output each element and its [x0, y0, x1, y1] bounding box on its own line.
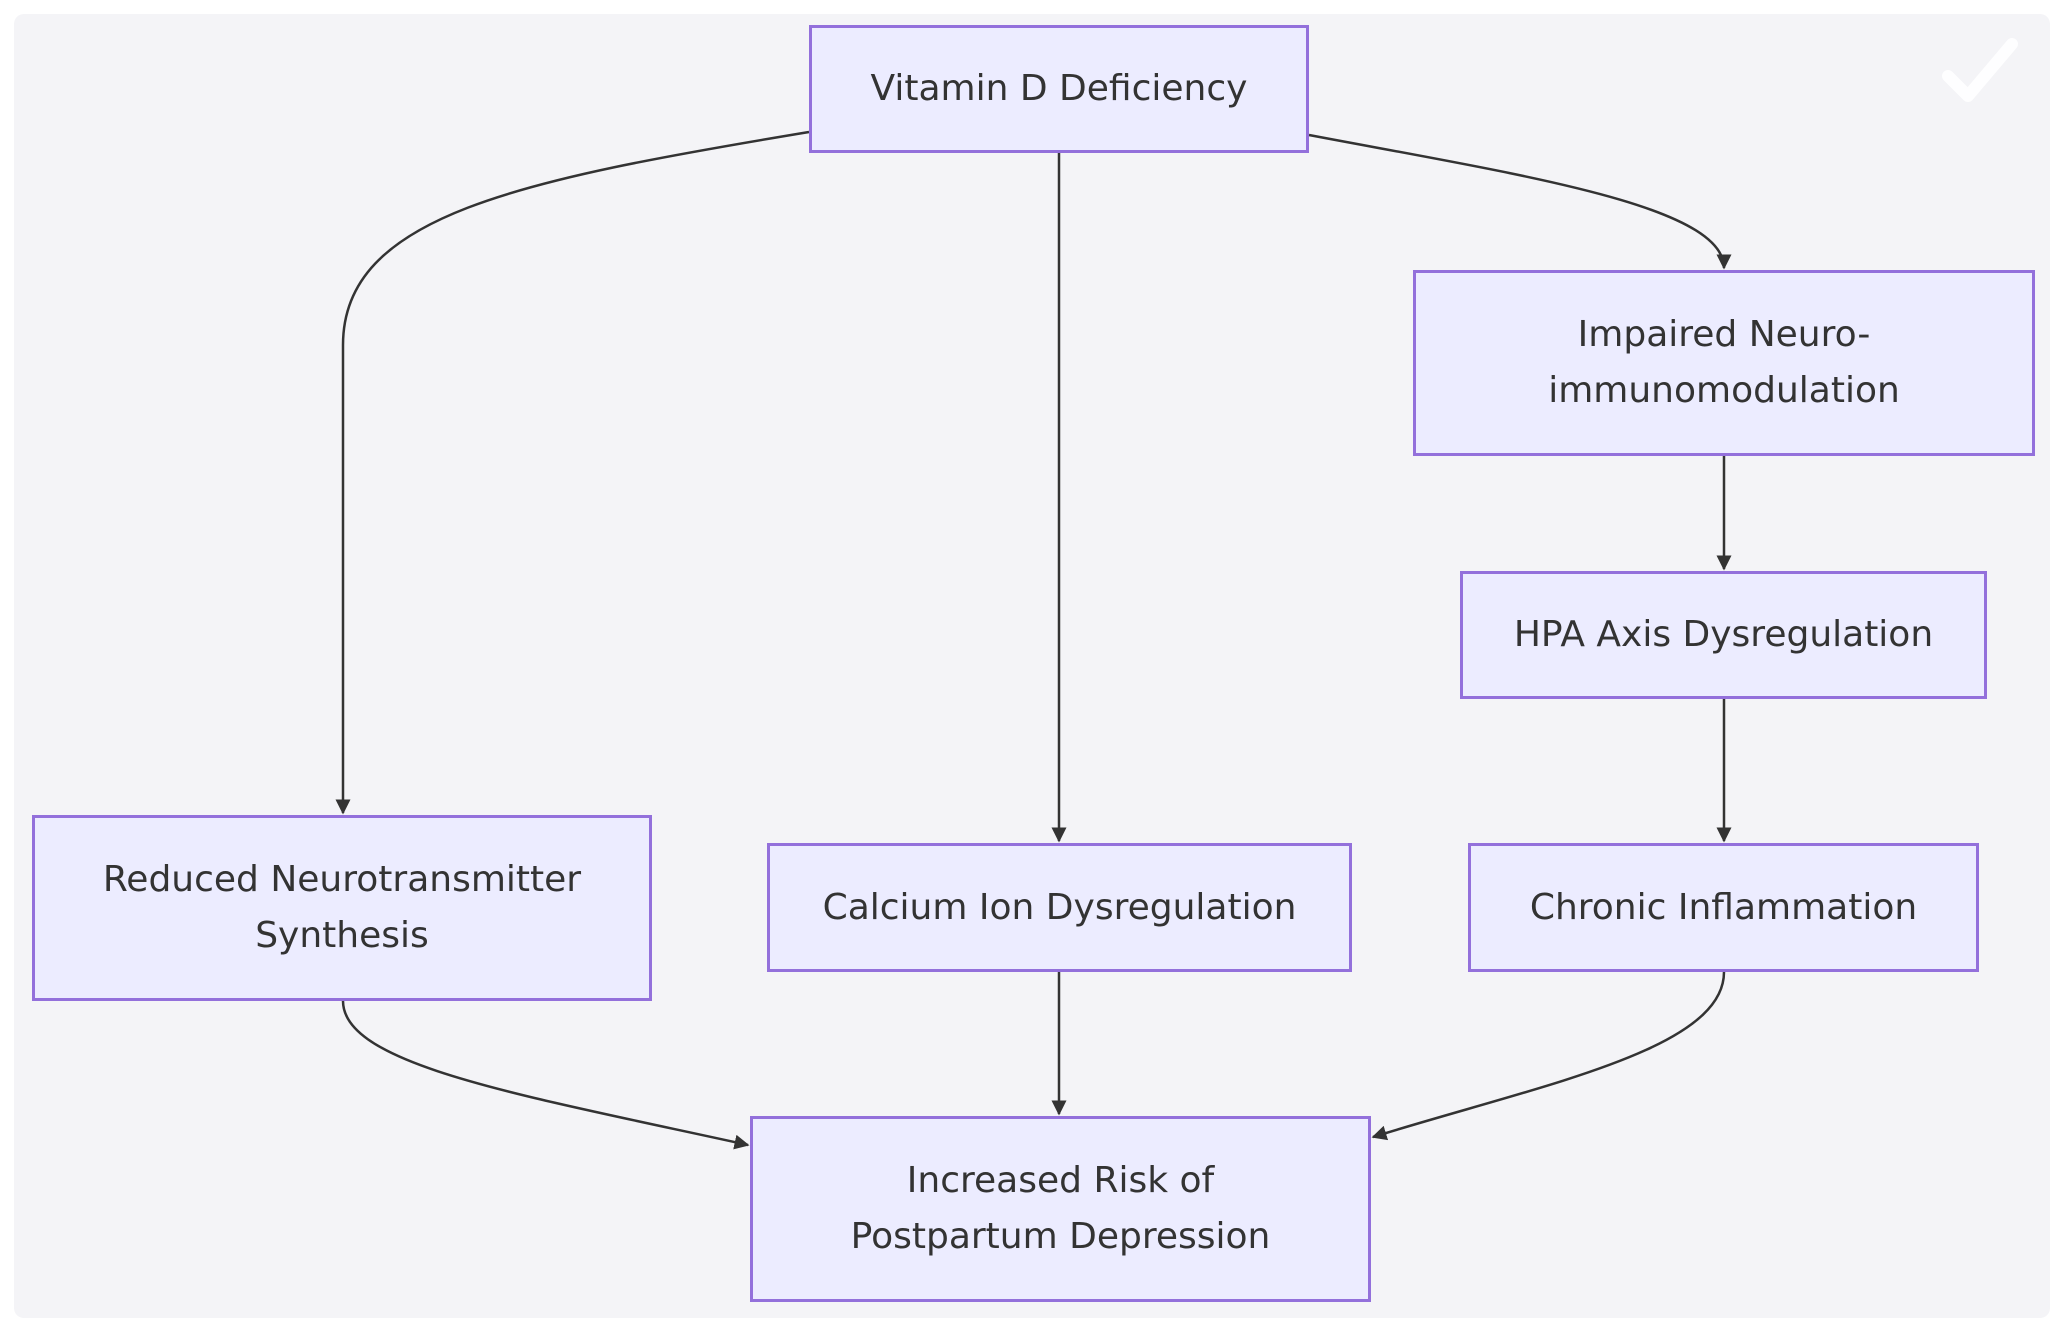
node-label: Impaired Neuro- immunomodulation — [1548, 314, 1900, 411]
edge-chronic-to-risk — [1371, 971, 1726, 1141]
node-label: HPA Axis Dysregulation — [1513, 614, 1934, 655]
node-vitamin-d-deficiency: Vitamin D Deficiency — [809, 25, 1309, 153]
node-increased-risk-postpartum-depression: Increased Risk of Postpartum Depression — [750, 1116, 1371, 1302]
node-label: Chronic Inflammation — [1529, 886, 1918, 928]
edge-vitd-to-impaired — [1308, 133, 1732, 270]
node-chronic-inflammation: Chronic Inflammation — [1468, 843, 1979, 972]
node-label: Vitamin D Deficiency — [870, 68, 1248, 109]
checkmark-icon — [1942, 38, 2018, 102]
edge-vitd-to-reduced — [335, 130, 810, 815]
node-hpa-axis-dysregulation: HPA Axis Dysregulation — [1460, 571, 1987, 699]
edge-reduced-to-risk — [341, 1000, 750, 1150]
node-impaired-neuro-immunomodulation: Impaired Neuro- immunomodulation — [1413, 270, 2035, 456]
node-reduced-neurotransmitter-synthesis: Reduced Neurotransmitter Synthesis — [32, 815, 652, 1001]
node-calcium-ion-dysregulation: Calcium Ion Dysregulation — [767, 843, 1352, 972]
node-label: Calcium Ion Dysregulation — [822, 886, 1297, 928]
node-label: Reduced Neurotransmitter Synthesis — [102, 859, 582, 956]
node-label: Increased Risk of Postpartum Depression — [850, 1160, 1271, 1257]
